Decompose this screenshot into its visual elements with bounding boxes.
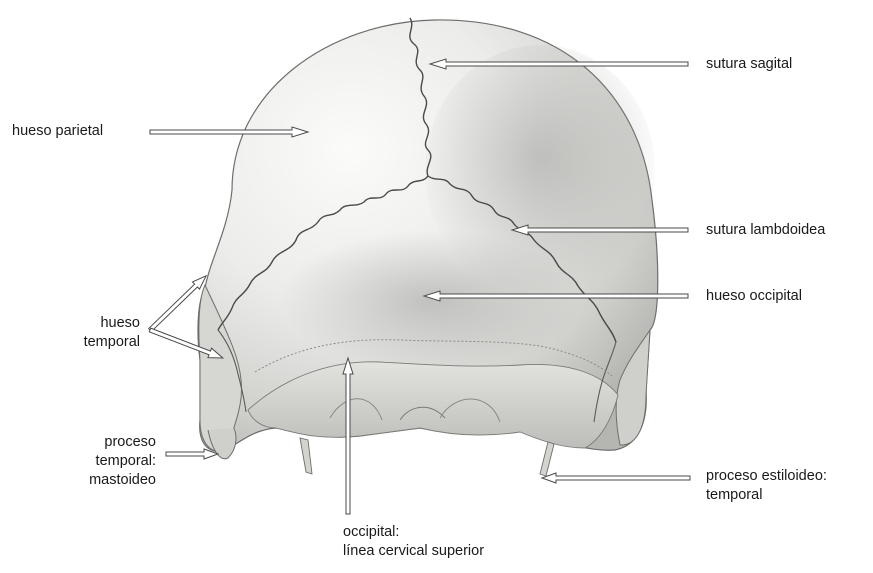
- arrow-proceso-mastoideo: [166, 449, 218, 459]
- occipital-base: [248, 362, 618, 448]
- styloid-process-right: [540, 442, 554, 476]
- styloid-process-left: [300, 438, 312, 474]
- label-proceso-temporal-mastoideo: proceso temporal: mastoideo: [89, 433, 156, 490]
- arrow-proceso-estiloideo: [542, 473, 690, 483]
- occipital-shadow: [280, 230, 580, 370]
- label-hueso-occipital: hueso occipital: [706, 287, 802, 306]
- label-occipital-linea-cervical: occipital: línea cervical superior: [343, 523, 484, 561]
- label-sutura-sagital: sutura sagital: [706, 55, 792, 74]
- label-hueso-parietal: hueso parietal: [12, 122, 103, 141]
- label-hueso-temporal: hueso temporal: [84, 314, 140, 352]
- label-proceso-estiloideo: proceso estiloideo: temporal: [706, 467, 827, 505]
- label-sutura-lambdoidea: sutura lambdoidea: [706, 221, 825, 240]
